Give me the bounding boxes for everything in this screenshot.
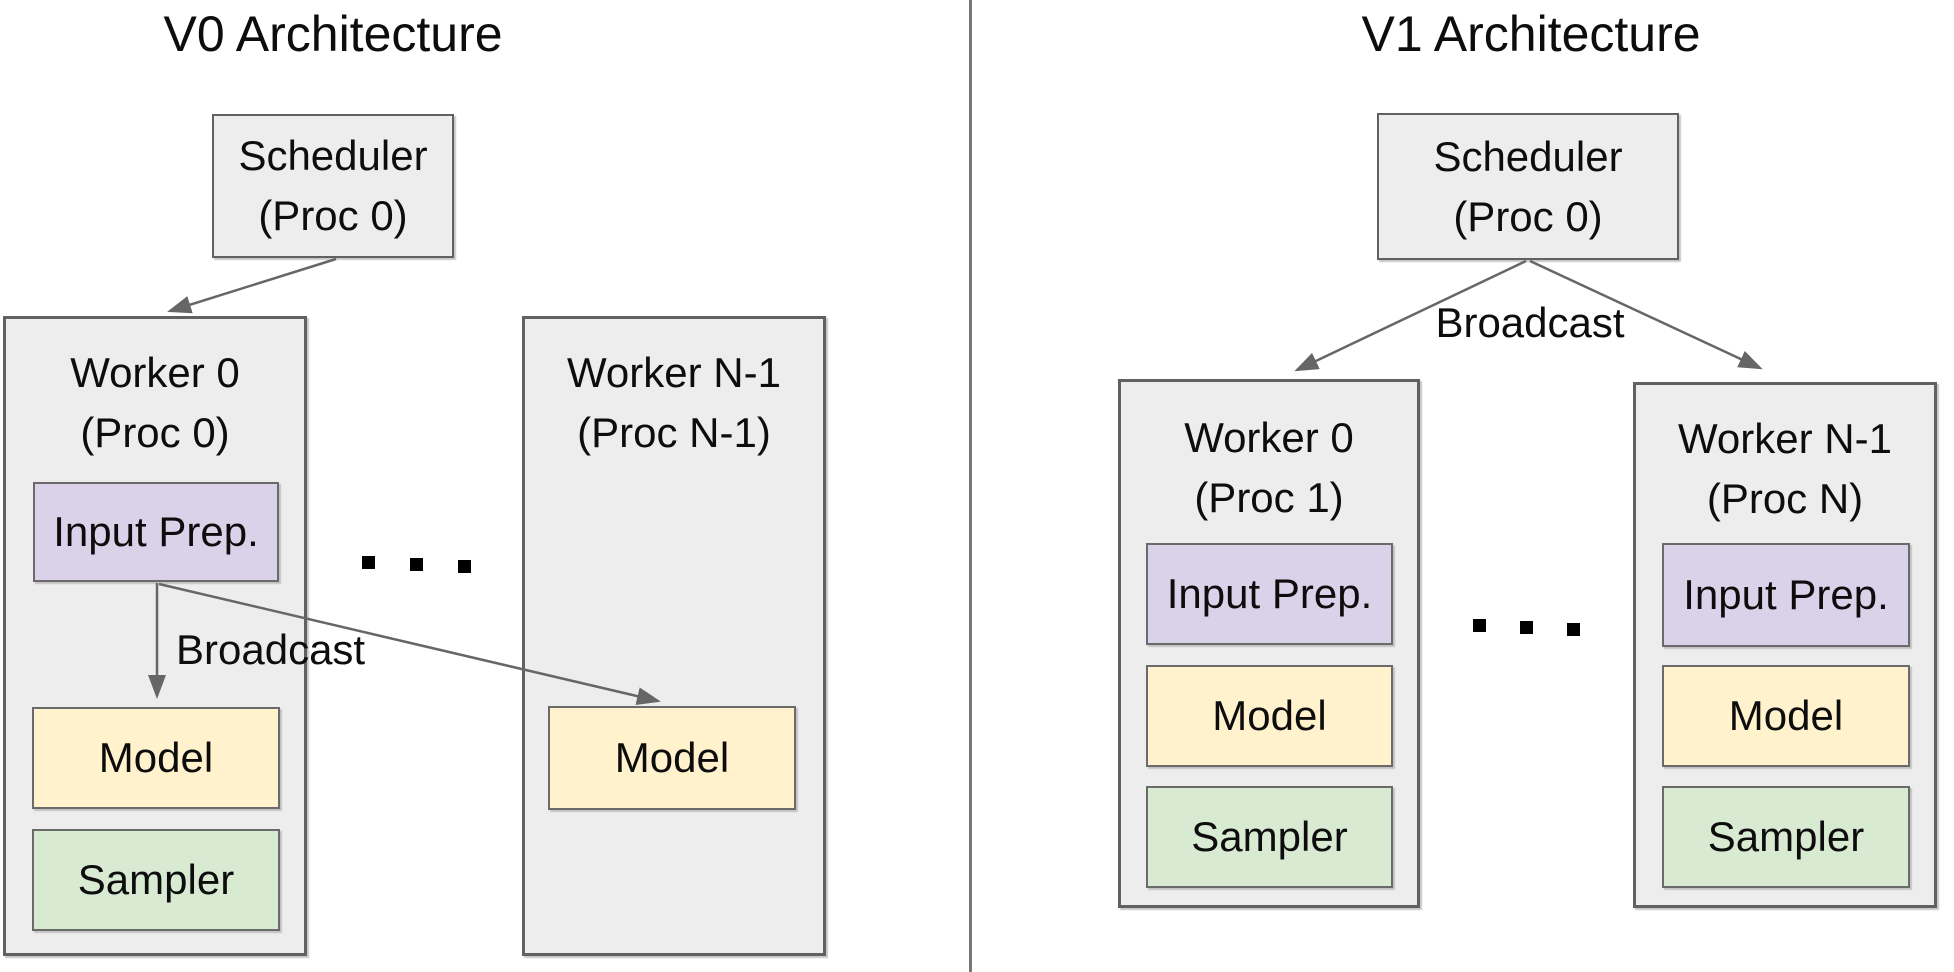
v1-workerN-title-line1: Worker N-1	[1678, 415, 1892, 462]
v1-workerN-model-box: Model	[1662, 665, 1910, 767]
v0-worker0-title-line2: (Proc 0)	[80, 409, 230, 456]
v1-broadcast-label: Broadcast	[1435, 299, 1625, 346]
dot	[458, 560, 471, 573]
dot	[1520, 621, 1533, 634]
v1-worker0-title: Worker 0 (Proc 1)	[1121, 408, 1417, 528]
v0-workerN-model-box: Model	[548, 706, 796, 810]
v1-scheduler-box: Scheduler (Proc 0)	[1377, 113, 1679, 260]
dot	[362, 556, 375, 569]
v0-broadcast-label: Broadcast	[176, 626, 366, 673]
v0-scheduler-label-line2: (Proc 0)	[258, 192, 408, 239]
v1-worker0-title-line2: (Proc 1)	[1194, 474, 1344, 521]
v0-worker0-model-box: Model	[32, 707, 280, 809]
v0-worker0-title-line1: Worker 0	[70, 349, 240, 396]
v1-workerN-title-line2: (Proc N)	[1706, 475, 1864, 522]
v0-workerN-title-line1: Worker N-1	[567, 349, 781, 396]
v1-title: V1 Architecture	[1361, 6, 1701, 62]
v1-scheduler-label-line1: Scheduler	[1433, 132, 1623, 180]
dot	[410, 558, 423, 571]
v0-worker0-title: Worker 0 (Proc 0)	[6, 343, 304, 463]
v1-worker0-title-line1: Worker 0	[1184, 414, 1354, 461]
v1-worker0-sampler-box: Sampler	[1146, 786, 1393, 888]
v0-arrow-scheduler-to-worker0	[167, 257, 337, 314]
panel-divider-line	[969, 0, 972, 972]
v1-workerN-sampler-box: Sampler	[1662, 786, 1910, 888]
v0-worker0-input-prep-box: Input Prep.	[33, 482, 279, 582]
v0-worker0-sampler-box: Sampler	[32, 829, 280, 931]
v0-workerN-title-line2: (Proc N-1)	[577, 409, 771, 456]
v1-worker0-input-prep-box: Input Prep.	[1146, 543, 1393, 645]
v0-scheduler-box: Scheduler (Proc 0)	[212, 114, 454, 258]
v1-workerN-title: Worker N-1 (Proc N)	[1636, 409, 1934, 529]
dot	[1473, 619, 1486, 632]
v0-workerN-box: Worker N-1 (Proc N-1)	[522, 316, 826, 956]
v1-scheduler-label-line2: (Proc 0)	[1453, 192, 1603, 240]
v0-workerN-title: Worker N-1 (Proc N-1)	[525, 343, 823, 463]
dot	[1567, 623, 1580, 636]
v1-worker0-model-box: Model	[1146, 665, 1393, 767]
v1-workerN-input-prep-box: Input Prep.	[1662, 543, 1910, 647]
v0-title: V0 Architecture	[163, 6, 503, 62]
v0-scheduler-label-line1: Scheduler	[238, 132, 428, 179]
